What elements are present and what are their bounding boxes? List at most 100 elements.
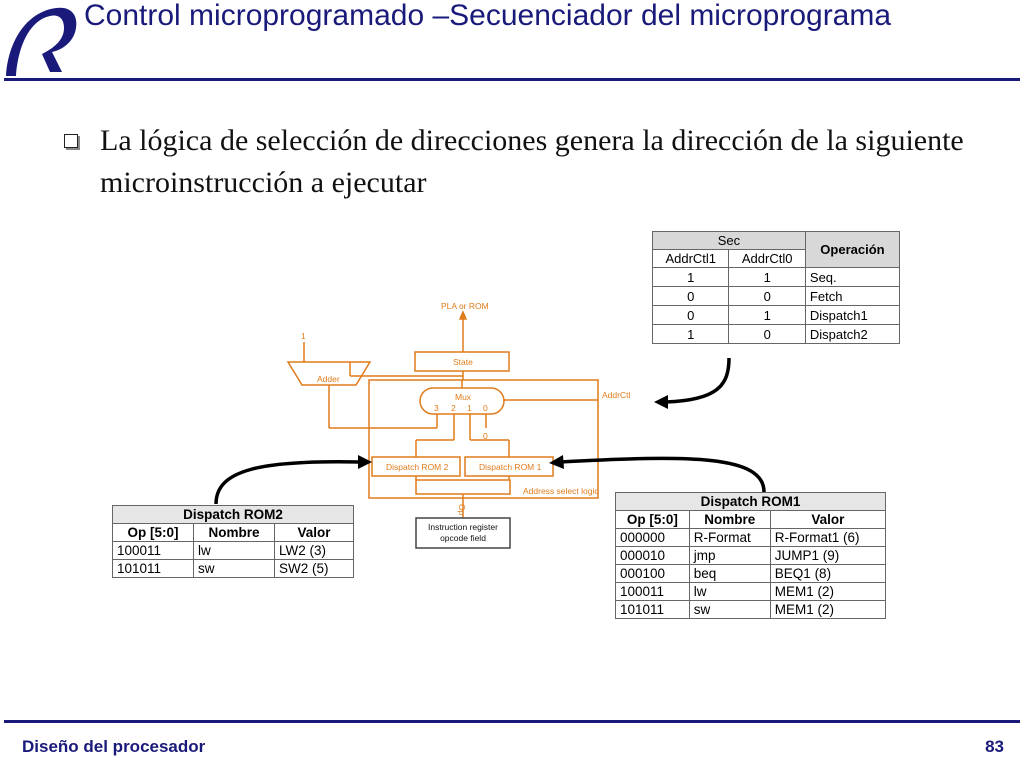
cell: 101011 bbox=[112, 559, 194, 578]
mux-input-0: 0 bbox=[483, 403, 488, 413]
mux-input-3: 3 bbox=[434, 403, 439, 413]
table-row: 000000 R-Format R-Format1 (6) bbox=[615, 528, 887, 547]
cell: 000100 bbox=[615, 564, 690, 583]
adder-label: Adder bbox=[317, 374, 340, 384]
constant-one-label: 1 bbox=[301, 331, 306, 341]
cell: beq bbox=[688, 564, 771, 583]
cell: 0 bbox=[651, 305, 730, 325]
rom1-arrow bbox=[559, 456, 766, 493]
dispatch-rom1-table: Dispatch ROM1 Op [5:0] Nombre Valor 0000… bbox=[615, 492, 887, 619]
address-select-logic-box bbox=[368, 379, 599, 499]
address-select-logic-bar bbox=[415, 479, 511, 495]
cell: Fetch bbox=[804, 286, 901, 306]
sec-header: Sec bbox=[652, 231, 806, 250]
bullet-point: La lógica de selección de direcciones ge… bbox=[64, 120, 1004, 204]
nombre-header: Nombre bbox=[688, 510, 771, 529]
table-row: 101011 sw MEM1 (2) bbox=[615, 600, 887, 619]
table-row: 101011 sw SW2 (5) bbox=[112, 559, 354, 578]
cell: sw bbox=[193, 559, 275, 578]
arrow-head-icon bbox=[654, 395, 668, 409]
valor-header: Valor bbox=[769, 510, 887, 529]
cell: jmp bbox=[688, 546, 771, 565]
dispatch-rom2-label: Dispatch ROM 2 bbox=[386, 462, 449, 472]
mux-label: Mux bbox=[455, 392, 472, 402]
table-row: 000100 beq BEQ1 (8) bbox=[615, 564, 887, 583]
mux-input-2: 2 bbox=[451, 403, 456, 413]
rom2-title: Dispatch ROM2 bbox=[112, 505, 354, 524]
table-row: 100011 lw MEM1 (2) bbox=[615, 582, 887, 601]
mux-input-1: 1 bbox=[467, 403, 472, 413]
cell: BEQ1 (8) bbox=[769, 564, 887, 583]
footer-course-name: Diseño del procesador bbox=[22, 737, 206, 756]
arrow-head-icon bbox=[458, 310, 468, 320]
cell: MEM1 (2) bbox=[769, 600, 887, 619]
page-number: 83 bbox=[985, 737, 1004, 756]
cell: Dispatch2 bbox=[804, 324, 901, 344]
square-bullet-icon bbox=[64, 134, 78, 148]
nombre-header: Nombre bbox=[193, 523, 275, 542]
cell: 100011 bbox=[615, 582, 690, 601]
address-select-label: Address select logic bbox=[523, 486, 599, 496]
cell: Dispatch1 bbox=[804, 305, 901, 325]
cell: R-Format bbox=[688, 528, 771, 547]
cell: 0 bbox=[728, 286, 806, 306]
op-label: Op bbox=[457, 504, 467, 516]
addrctl0-header: AddrCtl0 bbox=[728, 249, 806, 268]
rom1-title: Dispatch ROM1 bbox=[615, 492, 886, 511]
seq-table-arrow bbox=[665, 357, 731, 404]
cell: 1 bbox=[728, 305, 806, 325]
arrow-head-icon bbox=[549, 455, 564, 469]
addrctl-label: AddrCtl bbox=[602, 390, 630, 400]
cell: 0 bbox=[651, 286, 730, 306]
adder-block bbox=[286, 361, 372, 386]
table-row: 000010 jmp JUMP1 (9) bbox=[615, 546, 887, 565]
zero-label: 0 bbox=[483, 431, 488, 441]
cell: 1 bbox=[651, 324, 730, 344]
instruction-register-text: Instruction register opcode field bbox=[428, 522, 498, 543]
cell: 100011 bbox=[112, 541, 194, 560]
mux-block bbox=[419, 387, 505, 415]
state-register bbox=[414, 351, 510, 372]
bullet-text: La lógica de selección de direcciones ge… bbox=[100, 124, 964, 199]
table-row: 1 0 Dispatch2 bbox=[651, 324, 901, 344]
cell: LW2 (3) bbox=[274, 541, 354, 560]
ir-label: Instruction register opcode field bbox=[428, 522, 498, 543]
address-control-table: Sec Operación AddrCtl1 AddrCtl0 1 1 Seq.… bbox=[651, 231, 901, 344]
pla-label: PLA or ROM bbox=[441, 301, 489, 311]
table-row: 0 1 Dispatch1 bbox=[651, 305, 901, 325]
cell: SW2 (5) bbox=[274, 559, 354, 578]
footer-divider bbox=[4, 720, 1020, 723]
cell: lw bbox=[193, 541, 275, 560]
op-header: Op [5:0] bbox=[112, 523, 194, 542]
cell: Seq. bbox=[804, 267, 901, 287]
cell: sw bbox=[688, 600, 771, 619]
dispatch-rom2-table: Dispatch ROM2 Op [5:0] Nombre Valor 1000… bbox=[112, 505, 354, 578]
cell: 1 bbox=[728, 267, 806, 287]
cell: MEM1 (2) bbox=[769, 582, 887, 601]
operation-header: Operación bbox=[804, 231, 901, 268]
dispatch-rom2-block bbox=[371, 456, 461, 477]
cell: R-Format1 (6) bbox=[769, 528, 887, 547]
cell: 000010 bbox=[615, 546, 690, 565]
cell: 000000 bbox=[615, 528, 690, 547]
table-row: 0 0 Fetch bbox=[651, 286, 901, 306]
op-header: Op [5:0] bbox=[615, 510, 690, 529]
university-logo bbox=[6, 7, 77, 76]
dispatch-rom1-label: Dispatch ROM 1 bbox=[479, 462, 542, 472]
dispatch-rom1-block bbox=[464, 456, 554, 477]
state-label: State bbox=[453, 357, 473, 367]
instruction-register-block bbox=[415, 517, 511, 549]
table-row: 100011 lw LW2 (3) bbox=[112, 541, 354, 560]
cell: lw bbox=[688, 582, 771, 601]
addrctl1-header: AddrCtl1 bbox=[651, 249, 730, 268]
rom2-arrow bbox=[214, 460, 361, 505]
cell: 0 bbox=[728, 324, 806, 344]
table-row: 1 1 Seq. bbox=[651, 267, 901, 287]
cell: 101011 bbox=[615, 600, 690, 619]
cell: JUMP1 (9) bbox=[769, 546, 887, 565]
slide-title: Control microprogramado –Secuenciador de… bbox=[84, 0, 892, 32]
cell: 1 bbox=[651, 267, 730, 287]
arrow-head-icon bbox=[358, 455, 372, 469]
valor-header: Valor bbox=[274, 523, 354, 542]
